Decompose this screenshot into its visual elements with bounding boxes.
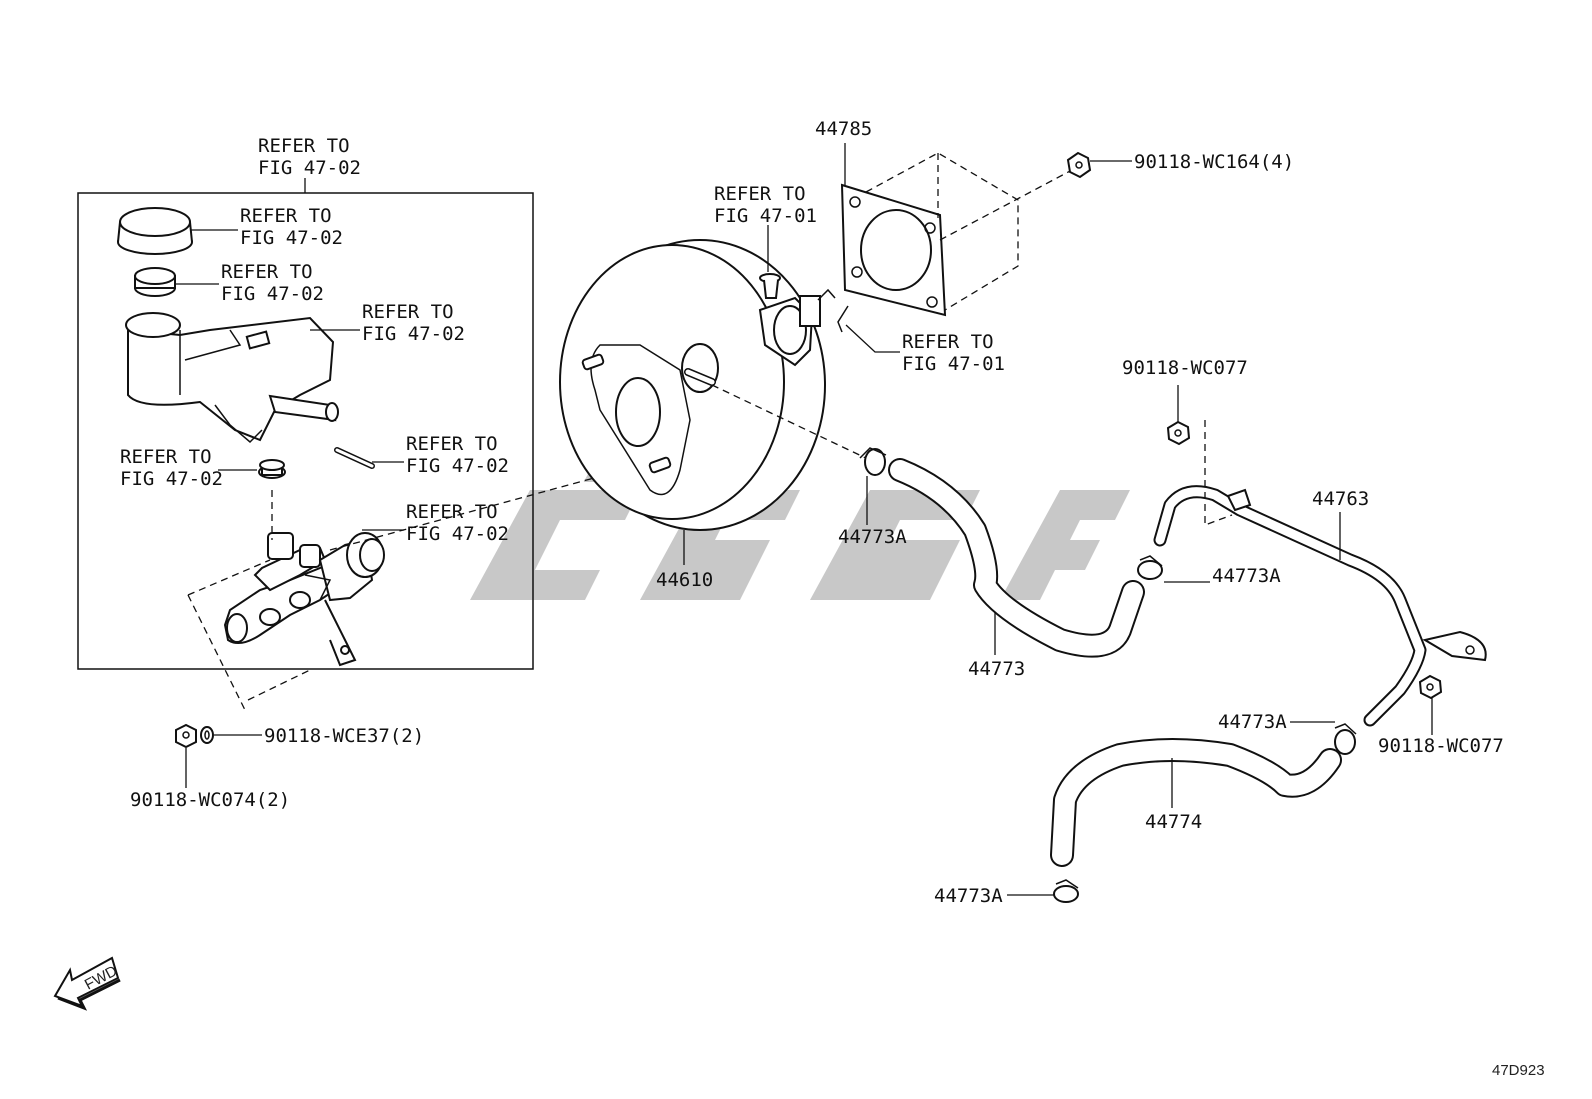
- refer-label-ring-line1: REFER TO: [221, 261, 313, 283]
- refer-label-seal-line2: FIG 47-02: [406, 523, 509, 545]
- vacuum-hose-44773: [888, 458, 1145, 658]
- booster-gasket: [840, 183, 947, 317]
- refer-label-ring-line2: FIG 47-02: [221, 283, 324, 305]
- booster-clevis-clip: [837, 305, 849, 333]
- refer-label-grommet-line2: FIG 47-02: [120, 468, 223, 490]
- pipe-bracket-nut-lower: [1418, 674, 1443, 700]
- pipe-bracket-nut-upper: [1166, 420, 1191, 446]
- refer-label-pin-line2: FIG 47-02: [406, 455, 509, 477]
- refer-label-pin-line1: REFER TO: [406, 433, 498, 455]
- reservoir-cap: [117, 207, 193, 255]
- refer-label-reservoir-line1: REFER TO: [362, 301, 454, 323]
- refer-label-seal-line1: REFER TO: [406, 501, 498, 523]
- label-44774: 44774: [1145, 811, 1202, 833]
- refer-label-cap-line2: FIG 47-02: [240, 227, 343, 249]
- label-44610: 44610: [656, 569, 713, 591]
- refer-label-pushrod-line1: REFER TO: [714, 183, 806, 205]
- label-90118-wc077-upper: 90118-WC077: [1122, 357, 1248, 379]
- hose-clamp-1: [859, 447, 887, 476]
- figure-code: 47D923: [1492, 1062, 1545, 1079]
- label-90118-wc077-lower: 90118-WC077: [1378, 735, 1504, 757]
- label-44785: 44785: [815, 118, 872, 140]
- reservoir-grommet: [258, 459, 286, 479]
- vacuum-hose-44774: [1050, 738, 1342, 867]
- label-44773a-2: 44773A: [1212, 565, 1281, 587]
- brake-master-cylinder: [223, 532, 385, 667]
- hose-clamp-2: [1137, 555, 1163, 580]
- label-90118-wc164: 90118-WC164(4): [1134, 151, 1294, 173]
- booster-clevis-pin: [759, 273, 781, 299]
- label-44773: 44773: [968, 658, 1025, 680]
- master-cylinder-washer: [200, 726, 214, 744]
- refer-label-reservoir-line2: FIG 47-02: [362, 323, 465, 345]
- watermark-logo: [470, 460, 1130, 600]
- label-44773a-4: 44773A: [934, 885, 1003, 907]
- refer-label-cap-line1: REFER TO: [240, 205, 332, 227]
- label-90118-wce37: 90118-WCE37(2): [264, 725, 424, 747]
- hose-clamp-3: [1334, 723, 1357, 755]
- vacuum-pipe-44763: [1153, 485, 1487, 727]
- brake-booster: [559, 239, 836, 531]
- label-44773a-3: 44773A: [1218, 711, 1287, 733]
- refer-label-clip-line2: FIG 47-01: [902, 353, 1005, 375]
- brake-fluid-reservoir: [125, 312, 339, 444]
- reservoir-strainer-ring: [134, 267, 176, 297]
- label-44763: 44763: [1312, 488, 1369, 510]
- refer-label-pushrod-line2: FIG 47-01: [714, 205, 817, 227]
- refer-label-clip-line1: REFER TO: [902, 331, 994, 353]
- reservoir-pin: [334, 447, 375, 469]
- label-44773a-1: 44773A: [838, 526, 907, 548]
- fwd-arrow-icon: FWD: [53, 956, 121, 1011]
- refer-label-top-line1: REFER TO: [258, 135, 350, 157]
- hose-clamp-4: [1053, 879, 1079, 903]
- refer-label-grommet-line1: REFER TO: [120, 446, 212, 468]
- master-cylinder-nut: [175, 723, 197, 749]
- refer-label-top-line2: FIG 47-02: [258, 157, 361, 179]
- booster-mounting-nut: [1066, 151, 1092, 179]
- label-90118-wc074: 90118-WC074(2): [130, 789, 290, 811]
